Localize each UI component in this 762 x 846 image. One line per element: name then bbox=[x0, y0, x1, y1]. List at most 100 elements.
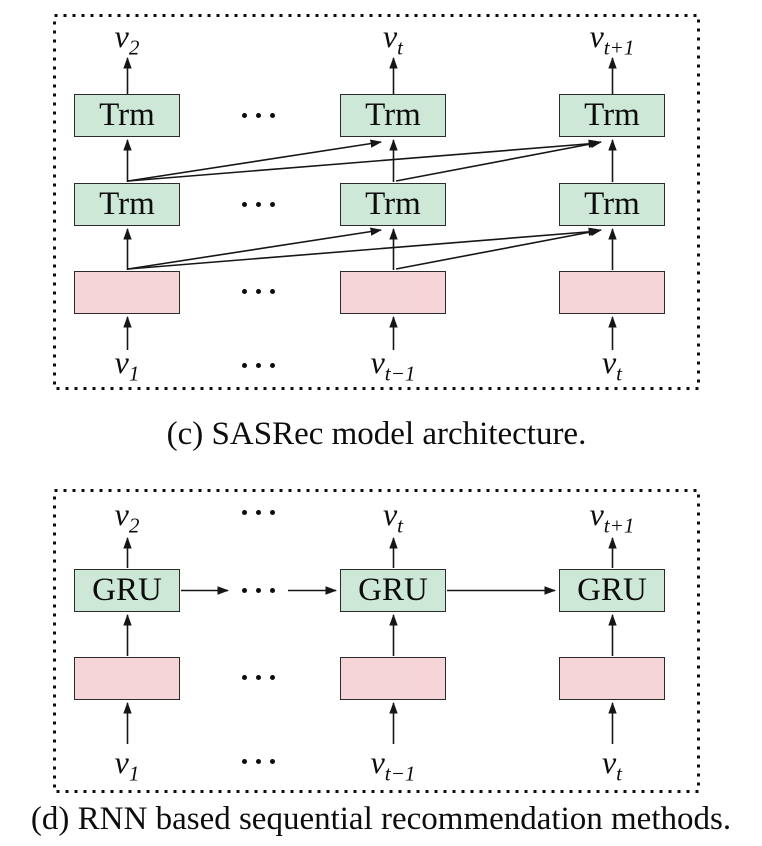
label-base: v bbox=[601, 744, 617, 780]
embedding-block-1 bbox=[74, 271, 180, 314]
dot bbox=[256, 759, 261, 764]
embedding-block-2 bbox=[340, 271, 446, 314]
panel-d-caption: (d) RNN based sequential recommendation … bbox=[30, 801, 732, 837]
dot bbox=[256, 202, 261, 207]
dot bbox=[242, 588, 247, 593]
dot bbox=[242, 289, 247, 294]
ellipsis-dots bbox=[242, 289, 275, 294]
trm-block-label: Trm bbox=[99, 186, 155, 222]
dot bbox=[270, 289, 275, 294]
label-base: v bbox=[370, 744, 385, 780]
gru-block-label: GRU bbox=[92, 572, 162, 608]
ellipsis-dots bbox=[242, 675, 275, 680]
dot bbox=[270, 588, 275, 593]
label-base: v bbox=[370, 344, 385, 380]
panel-c-input-label-vt: vt bbox=[542, 344, 682, 384]
trm-block-label: Trm bbox=[584, 97, 640, 133]
trm-block-top-1: Trm bbox=[74, 94, 180, 137]
dot bbox=[242, 113, 247, 118]
label-base: v bbox=[114, 496, 129, 532]
label-base: v bbox=[114, 18, 129, 54]
panel-d-output-label-vt1: vt+1 bbox=[542, 496, 682, 536]
label-base: v bbox=[114, 744, 129, 780]
embedding-block-4 bbox=[74, 657, 180, 700]
panel-d-input-label-v1: v1 bbox=[57, 744, 197, 784]
dot bbox=[242, 759, 247, 764]
embedding-block-6 bbox=[559, 657, 665, 700]
label-base: v bbox=[589, 18, 604, 54]
trm-block-top-3: Trm bbox=[559, 94, 665, 137]
label-sub: t−1 bbox=[384, 761, 416, 786]
trm-block-mid-2: Trm bbox=[340, 183, 446, 226]
dot bbox=[270, 363, 275, 368]
label-sub: t+1 bbox=[603, 513, 635, 538]
panel-d-output-label-vt: vt bbox=[323, 498, 463, 536]
gru-block-label: GRU bbox=[577, 572, 647, 608]
gru-block-2: GRU bbox=[340, 569, 446, 612]
label-base: v bbox=[114, 344, 129, 380]
trm-block-mid-3: Trm bbox=[559, 183, 665, 226]
gru-block-1: GRU bbox=[74, 569, 180, 612]
panel-c-input-label-v1: v1 bbox=[57, 344, 197, 384]
panel-c-output-label-vt1: vt+1 bbox=[542, 18, 682, 58]
label-base: v bbox=[601, 344, 617, 380]
label-sub: t bbox=[616, 361, 623, 386]
trm-block-mid-1: Trm bbox=[74, 183, 180, 226]
label-base: v bbox=[589, 496, 604, 532]
attention-arrow bbox=[395, 139, 602, 182]
label-sub: 1 bbox=[128, 361, 140, 386]
embedding-block-3 bbox=[559, 271, 665, 314]
embedding-block-5 bbox=[340, 657, 446, 700]
dot bbox=[270, 202, 275, 207]
panel-c-output-label-v2: v2 bbox=[57, 18, 197, 58]
attention-arrow bbox=[127, 139, 382, 182]
ellipsis-dots bbox=[242, 202, 275, 207]
dot bbox=[256, 289, 261, 294]
dot bbox=[242, 363, 247, 368]
label-sub: 2 bbox=[128, 35, 140, 60]
dot bbox=[256, 510, 261, 515]
gru-block-label: GRU bbox=[358, 572, 428, 608]
dot bbox=[242, 510, 247, 515]
ellipsis-dots bbox=[242, 759, 275, 764]
trm-block-label: Trm bbox=[365, 186, 421, 222]
label-sub: t bbox=[616, 761, 623, 786]
label-base: v bbox=[382, 18, 398, 54]
trm-block-label: Trm bbox=[584, 186, 640, 222]
label-sub: 2 bbox=[128, 513, 140, 538]
ellipsis-dots bbox=[242, 363, 275, 368]
dot bbox=[270, 759, 275, 764]
dot bbox=[270, 675, 275, 680]
attention-arrow bbox=[127, 227, 382, 270]
panel-d-input-label-vt-1: vt−1 bbox=[323, 744, 463, 784]
gru-block-3: GRU bbox=[559, 569, 665, 612]
ellipsis-dots bbox=[242, 588, 275, 593]
label-sub: t+1 bbox=[603, 35, 635, 60]
attention-arrow bbox=[127, 139, 600, 182]
label-sub: t bbox=[397, 35, 404, 60]
ellipsis-dots bbox=[242, 510, 275, 515]
dot bbox=[242, 202, 247, 207]
dot bbox=[256, 363, 261, 368]
dot bbox=[256, 675, 261, 680]
trm-block-label: Trm bbox=[99, 97, 155, 133]
attention-arrow bbox=[395, 227, 602, 270]
dot bbox=[270, 510, 275, 515]
panel-c-output-label-vt: vt bbox=[323, 18, 463, 58]
panel-c-input-label-vt-1: vt−1 bbox=[323, 344, 463, 384]
label-sub: t bbox=[397, 513, 404, 538]
trm-block-label: Trm bbox=[365, 97, 421, 133]
attention-arrow bbox=[127, 227, 600, 270]
panel-d-input-label-vt: vt bbox=[542, 744, 682, 784]
trm-block-top-2: Trm bbox=[340, 94, 446, 137]
dot bbox=[256, 588, 261, 593]
dot bbox=[256, 113, 261, 118]
dot bbox=[270, 113, 275, 118]
label-sub: 1 bbox=[128, 761, 140, 786]
ellipsis-dots bbox=[242, 113, 275, 118]
panel-c-caption: (c) SASRec model architecture. bbox=[166, 416, 587, 452]
label-sub: t−1 bbox=[384, 361, 416, 386]
panel-d-output-label-v2: v2 bbox=[57, 496, 197, 536]
dot bbox=[242, 675, 247, 680]
